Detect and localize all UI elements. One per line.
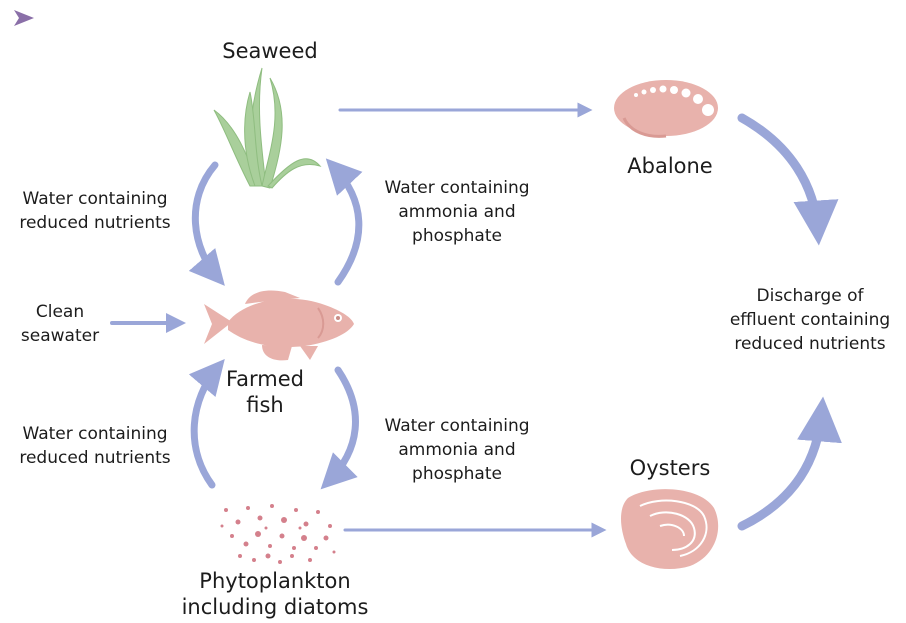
phytoplankton-label-line-1: Phytoplankton (150, 568, 400, 594)
phytoplankton-label: Phytoplankton including diatoms (150, 568, 400, 620)
arrow-seaweed-to-fish (195, 165, 218, 278)
flow-label-left-bottom-line-2: reduced nutrients (0, 446, 190, 470)
flow-label-left-top: Water containing reduced nutrients (0, 187, 190, 235)
flow-label-discharge-line-1: Discharge of (720, 284, 900, 308)
flow-label-left-bottom: Water containing reduced nutrients (0, 422, 190, 470)
oysters-icon (621, 489, 718, 569)
farmed-fish-label-line-2: fish (185, 392, 345, 418)
seaweed-icon (214, 68, 320, 188)
flow-label-right-bottom-line-2: ammonia and (362, 438, 552, 462)
flow-label-discharge-line-3: reduced nutrients (720, 332, 900, 356)
flow-label-right-top-line-2: ammonia and (362, 200, 552, 224)
flow-label-right-bottom: Water containing ammonia and phosphate (362, 414, 552, 486)
farmed-fish-icon (204, 291, 354, 361)
arrow-abalone-to-discharge (742, 118, 818, 232)
flow-label-right-top-line-1: Water containing (362, 176, 552, 200)
phytoplankton-icon (221, 504, 336, 564)
farmed-fish-label-line-1: Farmed (185, 366, 345, 392)
farmed-fish-label: Farmed fish (185, 366, 345, 418)
phytoplankton-label-line-2: including diatoms (150, 594, 400, 620)
corner-arrow-icon (14, 10, 34, 26)
flow-label-left-top-line-2: reduced nutrients (0, 211, 190, 235)
oysters-label: Oysters (590, 455, 750, 481)
arrow-oysters-to-discharge (742, 410, 822, 526)
flow-label-discharge: Discharge of effluent containing reduced… (720, 284, 900, 356)
flow-label-clean-line-2: seawater (10, 324, 110, 348)
flow-label-right-bottom-line-3: phosphate (362, 462, 552, 486)
abalone-label: Abalone (590, 153, 750, 179)
flow-label-clean-line-1: Clean (10, 300, 110, 324)
flow-label-right-top-line-3: phosphate (362, 224, 552, 248)
arrow-fish-to-seaweed (333, 166, 359, 282)
flow-label-right-bottom-line-1: Water containing (362, 414, 552, 438)
flow-label-right-top: Water containing ammonia and phosphate (362, 176, 552, 248)
flow-label-left-bottom-line-1: Water containing (0, 422, 190, 446)
flow-label-discharge-line-2: effluent containing (720, 308, 900, 332)
flow-label-left-top-line-1: Water containing (0, 187, 190, 211)
seaweed-label: Seaweed (190, 38, 350, 64)
flow-label-clean-seawater: Clean seawater (10, 300, 110, 348)
abalone-icon (614, 80, 718, 136)
